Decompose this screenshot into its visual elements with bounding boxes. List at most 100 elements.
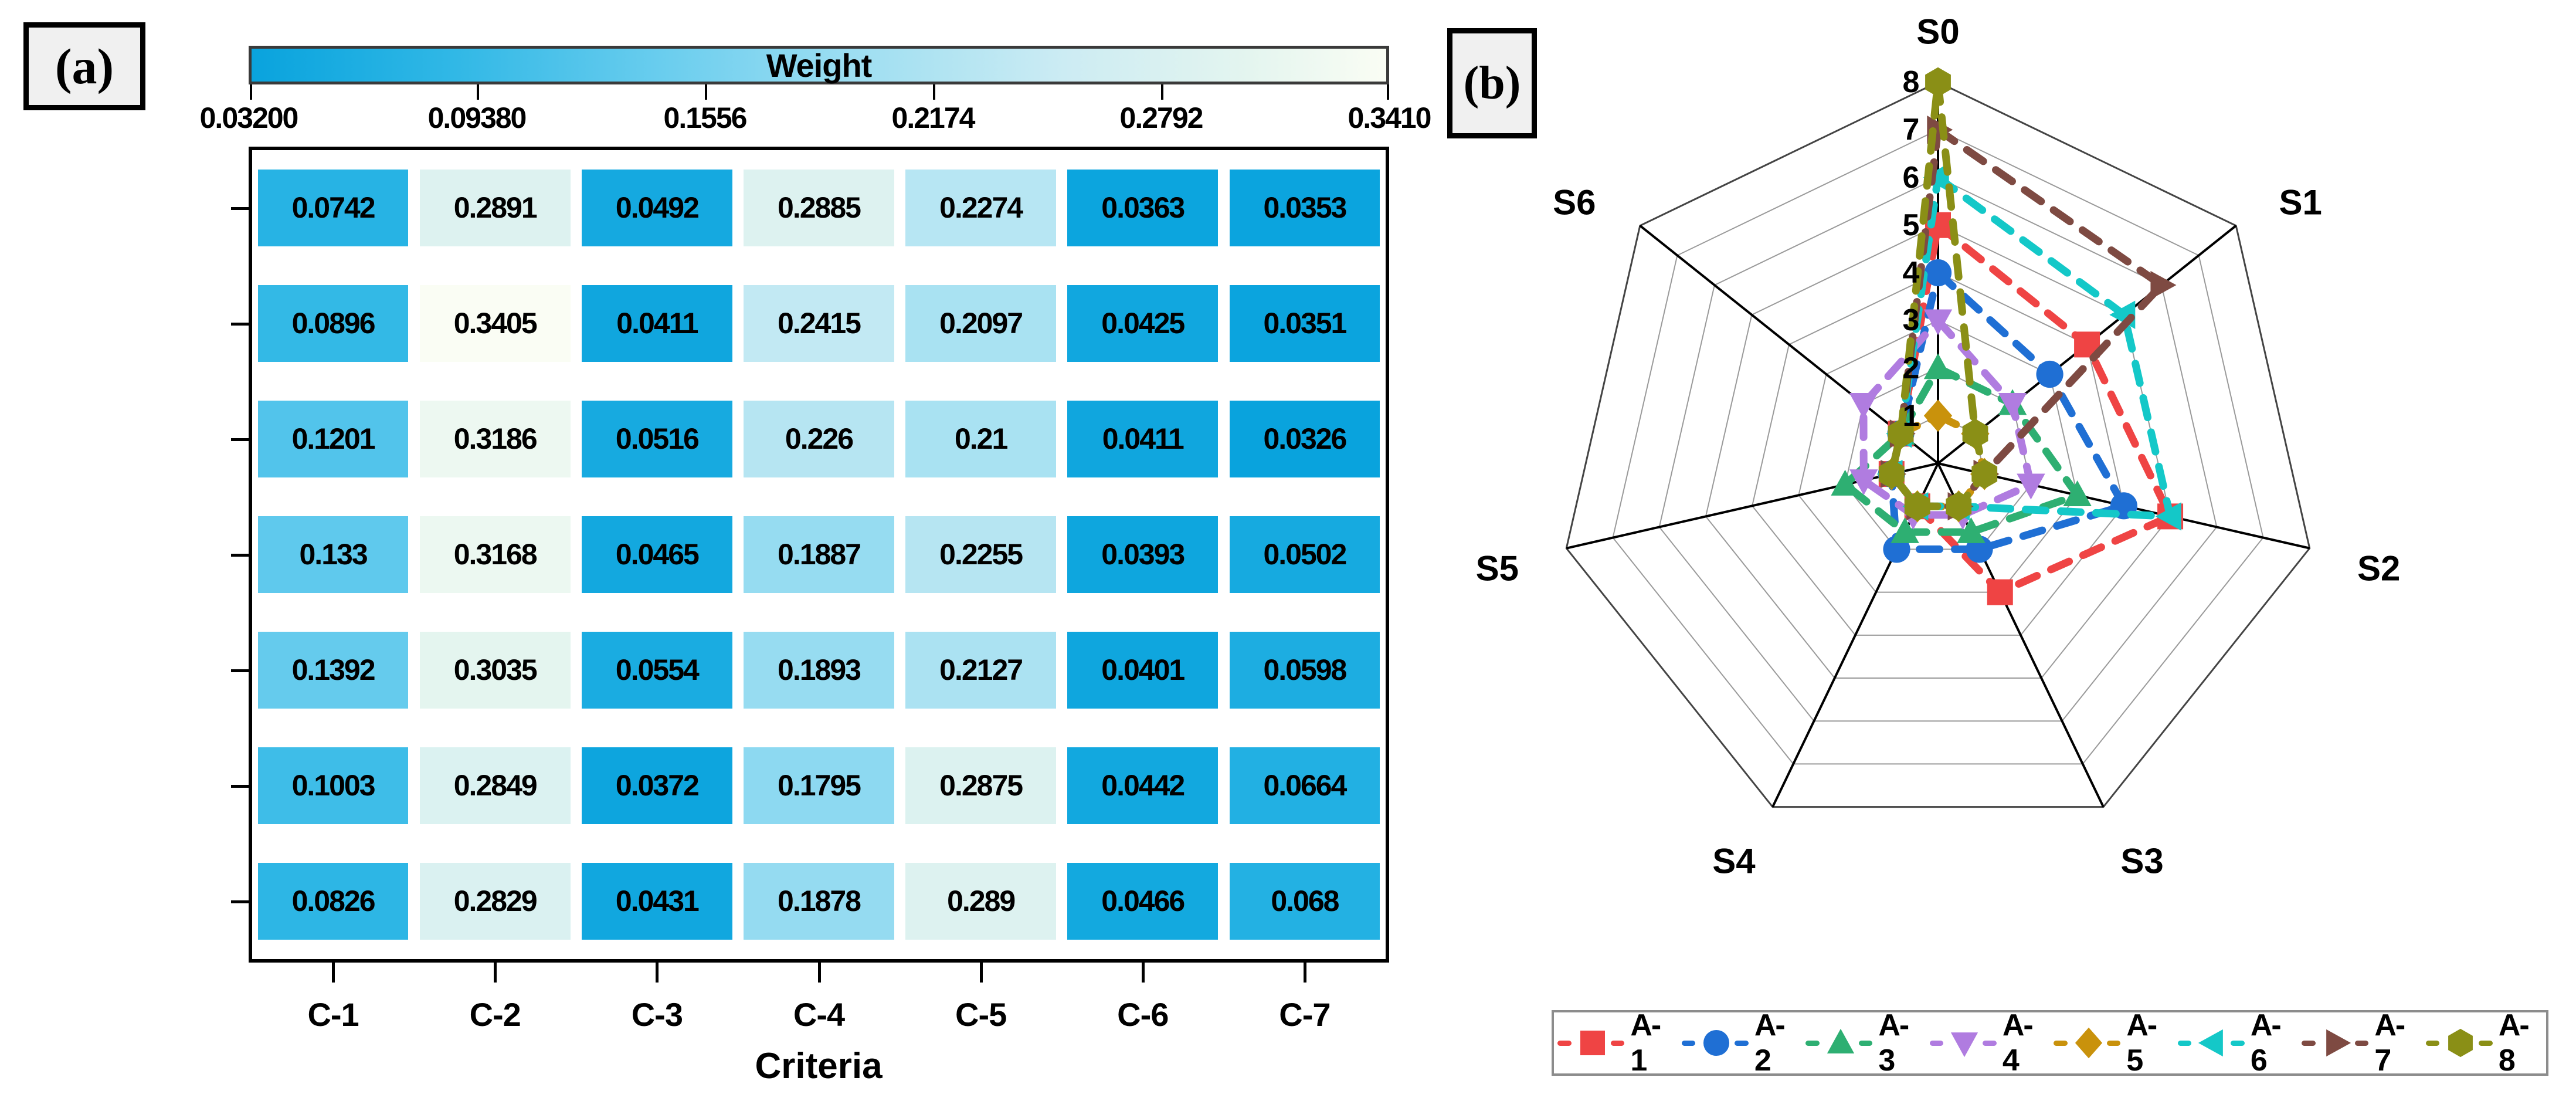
heatmap-cell[interactable]: 0.289 (905, 863, 1057, 940)
heatmap-x-tick (1303, 963, 1306, 983)
radar-marker-triangle-up (1923, 353, 1953, 380)
heatmap-cell-wrap: 0.0742 (252, 150, 414, 266)
heatmap-cell[interactable]: 0.0353 (1229, 170, 1380, 246)
heatmap-cell[interactable]: 0.0465 (581, 516, 732, 593)
legend-item-A-8[interactable]: A-8 (2422, 1008, 2547, 1078)
colorbar-ticks (249, 84, 1389, 100)
heatmap-cell[interactable]: 0.21 (905, 401, 1057, 477)
colorbar-tick (1161, 84, 1163, 100)
radar-radial-tick-label: 4 (1902, 256, 1920, 290)
heatmap-cell[interactable]: 0.2415 (744, 285, 894, 362)
radar-marker-hexagon (1925, 67, 1951, 97)
heatmap-cell[interactable]: 0.133 (257, 516, 409, 593)
heatmap-cell[interactable]: 0.3168 (419, 516, 571, 593)
heatmap-cell[interactable]: 0.0826 (257, 863, 409, 940)
heatmap-x-tick-label: C-5 (955, 996, 1007, 1033)
heatmap-cell[interactable]: 0.0425 (1067, 285, 1219, 362)
heatmap-cell-wrap: 0.0664 (1224, 728, 1386, 843)
heatmap-cell[interactable]: 0.068 (1229, 863, 1380, 940)
legend-label: A-2 (1754, 1008, 1786, 1078)
heatmap-cell[interactable]: 0.0466 (1067, 863, 1219, 940)
heatmap-cell[interactable]: 0.2829 (419, 863, 571, 940)
heatmap-cell[interactable]: 0.0401 (1067, 632, 1219, 709)
heatmap-cell-wrap: 0.0401 (1062, 612, 1224, 728)
heatmap-cell[interactable]: 0.3186 (419, 401, 571, 477)
heatmap-cell[interactable]: 0.2127 (905, 632, 1057, 709)
heatmap-cell[interactable]: 0.0351 (1229, 285, 1380, 362)
heatmap-x-tick (817, 963, 821, 983)
heatmap-cell-wrap: 0.3035 (414, 612, 576, 728)
heatmap-cell[interactable]: 0.0492 (581, 170, 732, 246)
colorbar-tick-label: 0.3410 (1348, 101, 1432, 134)
legend-item-A-7[interactable]: A-7 (2298, 1008, 2422, 1078)
heatmap-cell[interactable]: 0.3405 (419, 285, 571, 362)
heatmap-cell[interactable]: 0.1878 (744, 863, 894, 940)
heatmap-cell[interactable]: 0.2891 (419, 170, 571, 246)
legend-item-A-6[interactable]: A-6 (2174, 1008, 2299, 1078)
heatmap-cell[interactable]: 0.2875 (905, 747, 1057, 824)
legend-line-right (2231, 1040, 2245, 1046)
heatmap-cell[interactable]: 0.2255 (905, 516, 1057, 593)
heatmap-cell[interactable]: 0.2885 (744, 170, 894, 246)
heatmap-cell[interactable]: 0.2849 (419, 747, 571, 824)
heatmap-cell[interactable]: 0.1795 (744, 747, 894, 824)
heatmap-cell[interactable]: 0.0442 (1067, 747, 1219, 824)
radar-radial-tick-label: 8 (1902, 65, 1920, 99)
heatmap-cell[interactable]: 0.226 (744, 401, 894, 477)
radar-marker-triangle-left (1923, 163, 1949, 192)
heatmap-cell[interactable]: 0.0411 (1067, 401, 1219, 477)
legend-item-A-2[interactable]: A-2 (1678, 1008, 1803, 1078)
radar-axis-label-S0: S0 (1916, 12, 1960, 52)
heatmap-cell[interactable]: 0.0372 (581, 747, 732, 824)
legend-item-A-5[interactable]: A-5 (2050, 1008, 2174, 1078)
heatmap-cell[interactable]: 0.0326 (1229, 401, 1380, 477)
heatmap-cell-wrap: 0.0363 (1062, 150, 1224, 266)
heatmap-cell-wrap: 0.21 (900, 381, 1062, 497)
radar-marker-hexagon (1904, 491, 1930, 521)
radar-radial-tick-label: 1 (1902, 398, 1920, 433)
legend-line-right (1610, 1040, 1625, 1046)
heatmap-cell[interactable]: 0.0393 (1067, 516, 1219, 593)
legend-marker-diamond-icon (2075, 1027, 2102, 1059)
legend-item-A-1[interactable]: A-1 (1554, 1008, 1678, 1078)
heatmap-cell[interactable]: 0.1392 (257, 632, 409, 709)
colorbar-tick (705, 84, 707, 100)
heatmap-cell[interactable]: 0.0363 (1067, 170, 1219, 246)
heatmap-cell[interactable]: 0.1893 (744, 632, 894, 709)
heatmap-cell-wrap: 0.0425 (1062, 266, 1224, 381)
heatmap-y-tick (231, 784, 252, 788)
heatmap-cell-wrap: 0.1201 (252, 381, 414, 497)
legend-line-right (1735, 1040, 1749, 1046)
radar-radial-tick-label: 2 (1902, 351, 1920, 385)
radar-axis-label-S5: S5 (1475, 548, 1519, 588)
heatmap-cell-wrap: 0.068 (1224, 843, 1386, 959)
radar-marker-triangle-up (2063, 480, 2092, 506)
heatmap-cell[interactable]: 0.2274 (905, 170, 1057, 246)
heatmap-cell-wrap: 0.0465 (576, 497, 738, 612)
heatmap-cell[interactable]: 0.0431 (581, 863, 732, 940)
heatmap-cell[interactable]: 0.1201 (257, 401, 409, 477)
heatmap-cell[interactable]: 0.0896 (257, 285, 409, 362)
heatmap-cell-wrap: 0.0598 (1224, 612, 1386, 728)
heatmap-cell[interactable]: 0.0502 (1229, 516, 1380, 593)
heatmap-cell[interactable]: 0.0554 (581, 632, 732, 709)
heatmap-x-tick-label: C-3 (631, 996, 683, 1033)
heatmap-cell[interactable]: 0.3035 (419, 632, 571, 709)
heatmap-cell[interactable]: 0.1003 (257, 747, 409, 824)
radar-marker-triangle-left (2198, 1029, 2224, 1057)
heatmap-cell[interactable]: 0.2097 (905, 285, 1057, 362)
heatmap-cell[interactable]: 0.0598 (1229, 632, 1380, 709)
heatmap-cell[interactable]: 0.0664 (1229, 747, 1380, 824)
heatmap-cell[interactable]: 0.0516 (581, 401, 732, 477)
heatmap-cell-wrap: 0.0411 (1062, 381, 1224, 497)
legend-item-A-3[interactable]: A-3 (1802, 1008, 1926, 1078)
heatmap-cell[interactable]: 0.0742 (257, 170, 409, 246)
heatmap-cell[interactable]: 0.0411 (581, 285, 732, 362)
legend-item-A-4[interactable]: A-4 (1926, 1008, 2051, 1078)
heatmap-cell[interactable]: 0.1887 (744, 516, 894, 593)
